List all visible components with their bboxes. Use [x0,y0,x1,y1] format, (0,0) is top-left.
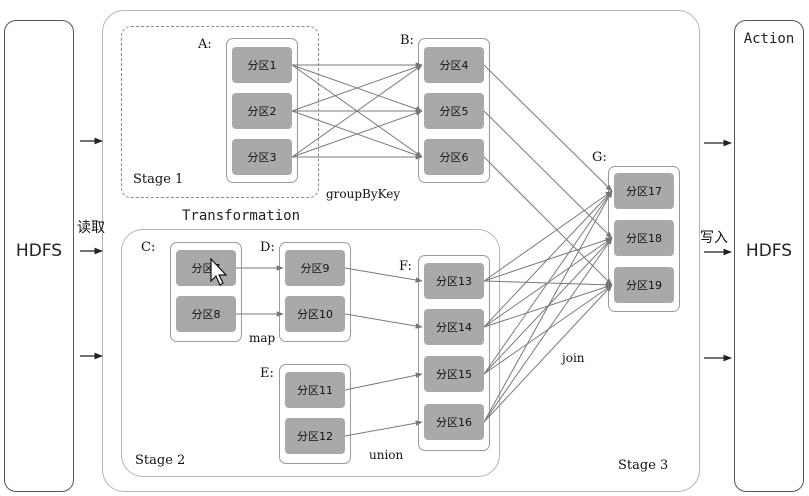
operation-join: join [562,351,585,365]
edge-p15-p17 [483,190,613,375]
edge-p16-p18 [483,237,613,423]
edge-p5-p18 [483,110,613,239]
read-label: 读取 [77,220,105,236]
group-label-a: A: [198,37,212,52]
edge-p4-p17 [483,64,613,192]
operation-union: union [369,448,404,462]
edge-p16-p17 [483,190,613,423]
group-label-d: D: [260,240,275,255]
edge-p6-p19 [483,156,613,286]
hdfs-target-box: Action HDFS [734,20,804,492]
hdfs-source-label: HDFS [15,241,63,261]
edge-p16-p19 [483,284,613,423]
partition-9: 分区9 [285,250,345,286]
group-label-b: B: [400,33,414,48]
edge-p2-p4 [291,64,423,112]
group-label-f: F: [399,259,412,274]
partition-2: 分区2 [232,93,292,129]
hdfs-target-label: HDFS [745,241,793,261]
group-label-g: G: [592,150,607,165]
edge-p10-p14 [344,313,423,329]
group-label-c: C: [141,240,156,255]
partition-5: 分区5 [424,93,484,129]
partition-18: 分区18 [614,220,674,256]
write-label: 写入 [700,230,728,246]
stage-2-box [121,229,500,477]
stage-1-label: Stage 1 [133,172,184,187]
operation-map: map [249,331,276,345]
partition-13: 分区13 [424,263,484,299]
action-label: Action [743,31,795,47]
partition-10: 分区10 [285,296,345,332]
partition-14: 分区14 [424,309,484,345]
stage-3-label: Stage 3 [618,458,669,473]
partition-15: 分区15 [424,356,484,392]
stage-1-box [121,26,319,198]
partition-8: 分区8 [176,296,236,332]
edge-p9-p13 [344,267,423,283]
partition-12: 分区12 [285,418,345,454]
stage-2-label: Stage 2 [135,453,186,468]
hdfs-source-box: HDFS [4,20,74,492]
partition-4: 分区4 [424,47,484,83]
partition-1: 分区1 [232,47,292,83]
group-label-e: E: [260,366,274,381]
partition-11: 分区11 [285,372,345,408]
partition-3: 分区3 [232,139,292,175]
partition-19: 分区19 [614,267,674,303]
mouse-cursor-icon [210,257,228,286]
edge-p11-p15 [344,372,423,391]
operation-groupbykey: groupByKey [326,187,401,201]
partition-6: 分区6 [424,139,484,175]
edge-p12-p16 [344,420,423,437]
edge-p14-p17 [483,190,613,328]
partition-16: 分区16 [424,404,484,440]
edge-p13-p17 [483,190,613,282]
partition-17: 分区17 [614,173,674,209]
edge-p3-p4 [291,64,423,158]
transformation-label: Transformation [182,208,301,224]
edge-p3-p5 [291,110,423,158]
